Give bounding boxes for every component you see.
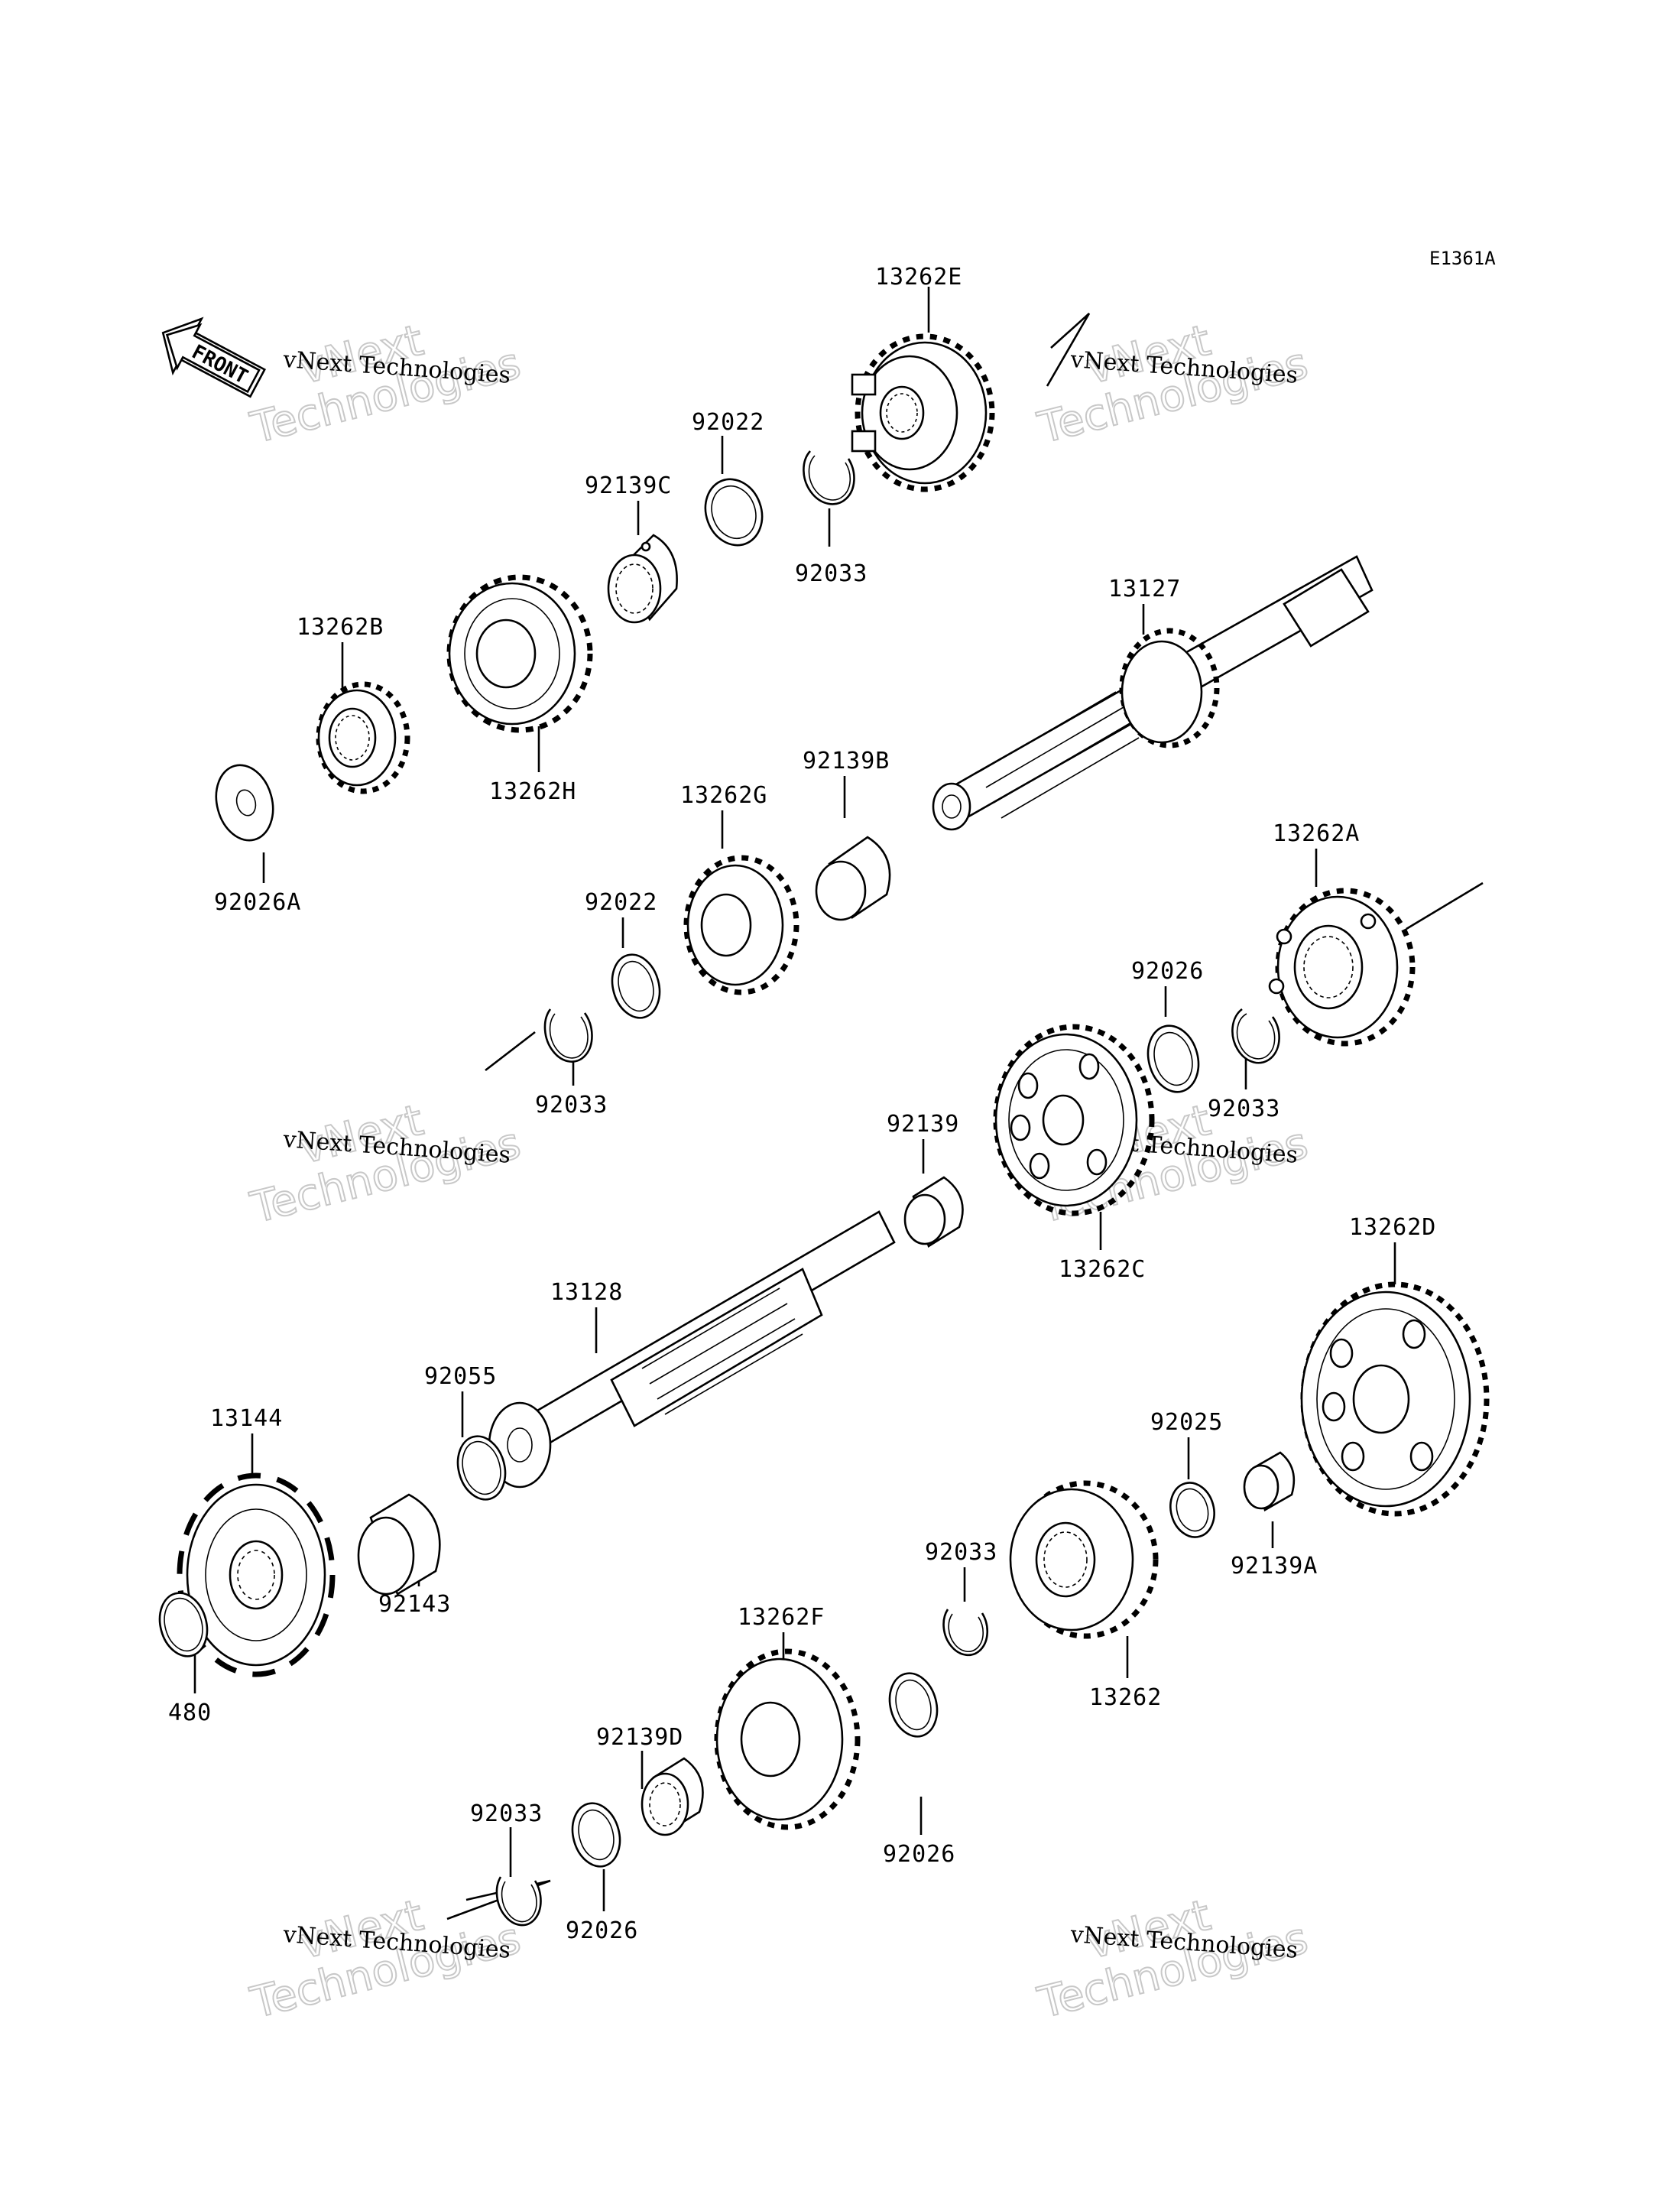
circlip-92033[interactable] (543, 1008, 593, 1063)
washer-92022[interactable] (696, 471, 771, 553)
part-number-label[interactable]: 13262E (875, 264, 962, 291)
circlip-92033[interactable] (1231, 1008, 1280, 1064)
shaft-13128[interactable] (488, 1210, 896, 1489)
gear-13262F[interactable] (714, 1648, 861, 1830)
gear-13262H[interactable] (446, 574, 593, 733)
washer-92026[interactable] (883, 1668, 944, 1742)
part-labels: 13262E 92022 92139C 92033 13127 13262B 1… (168, 264, 1436, 1944)
part-number-label[interactable]: 13262H (489, 778, 576, 805)
gear-13262G[interactable] (683, 855, 799, 995)
part-number-label[interactable]: 92026 (566, 1917, 638, 1944)
circlip-92033[interactable] (803, 450, 855, 505)
bushing-92139A[interactable] (1243, 1451, 1296, 1511)
part-number-label[interactable]: 13127 (1108, 576, 1181, 602)
part-number-label[interactable]: 92022 (585, 889, 657, 916)
part-number-label[interactable]: 92139B (803, 748, 890, 774)
part-number-label[interactable]: 92033 (795, 560, 868, 587)
part-number-label[interactable]: 92033 (925, 1539, 997, 1566)
shaft-13127[interactable] (932, 555, 1374, 831)
part-number-label[interactable]: 92139C (585, 472, 672, 499)
gear-13262C[interactable] (993, 1024, 1155, 1216)
part-number-label[interactable]: 92033 (1208, 1096, 1280, 1122)
washer-92026[interactable] (1141, 1020, 1206, 1098)
part-number-label[interactable]: 92026 (883, 1841, 955, 1868)
gear-13262E[interactable] (851, 333, 995, 492)
part-number-label[interactable]: 480 (168, 1700, 212, 1726)
part-number-label[interactable]: 13262G (680, 782, 767, 809)
part-number-label[interactable]: 92139 (887, 1111, 959, 1138)
part-number-label[interactable]: 92025 (1150, 1409, 1223, 1436)
needle-bearing-92139D[interactable] (641, 1757, 704, 1836)
o-ring-92055[interactable] (451, 1431, 512, 1505)
sprocket-13144[interactable] (177, 1472, 336, 1677)
part-number-label[interactable]: 13262 (1089, 1684, 1162, 1711)
part-number-label[interactable]: 92026A (214, 889, 301, 916)
part-number-label[interactable]: 13262B (297, 614, 384, 641)
washer-92025[interactable] (1165, 1478, 1221, 1542)
part-number-label[interactable]: 92033 (470, 1800, 543, 1827)
part-number-label[interactable]: 92022 (692, 409, 764, 436)
gear-13262B[interactable] (316, 681, 410, 794)
part-number-label[interactable]: 92033 (535, 1092, 608, 1118)
bushing-92139[interactable] (903, 1176, 964, 1248)
washer-92026A[interactable] (208, 758, 281, 846)
part-number-label[interactable]: 13262D (1349, 1214, 1436, 1241)
part-number-label[interactable]: 92026 (1131, 958, 1204, 985)
washer-92026[interactable] (566, 1798, 627, 1872)
part-number-label[interactable]: 92055 (424, 1363, 497, 1390)
gear-13262[interactable] (1009, 1480, 1159, 1639)
bushing-92139B[interactable] (815, 836, 891, 921)
gear-13262D[interactable] (1300, 1281, 1490, 1517)
collar-92143[interactable] (357, 1493, 441, 1596)
washer-92022[interactable] (605, 950, 666, 1024)
part-number-label[interactable]: 13144 (210, 1405, 283, 1432)
circlip-92033[interactable] (495, 1876, 542, 1927)
diagram-code: E1361A (1429, 248, 1496, 269)
front-arrow-icon: FRONT (161, 317, 266, 398)
circlip-92033[interactable] (942, 1609, 989, 1657)
part-number-label[interactable]: 92139A (1231, 1553, 1318, 1580)
part-number-label[interactable]: 92139D (596, 1724, 683, 1751)
part-number-label[interactable]: 13262C (1059, 1256, 1146, 1283)
part-number-label[interactable]: 13262A (1273, 820, 1360, 847)
part-number-label[interactable]: 13128 (550, 1279, 623, 1306)
needle-bearing-92139C[interactable] (607, 534, 678, 624)
circlip-480[interactable] (153, 1588, 214, 1662)
gear-13262A[interactable] (1268, 888, 1416, 1047)
part-number-label[interactable]: 13262F (738, 1604, 825, 1631)
part-number-label[interactable]: 92143 (378, 1591, 451, 1618)
